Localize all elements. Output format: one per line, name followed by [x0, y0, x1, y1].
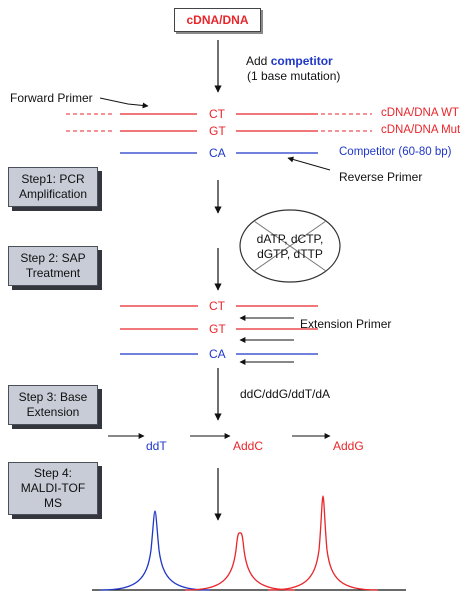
step-4-box: Step 4: MALDI-TOF MS [8, 462, 98, 515]
competitor-word: competitor [270, 54, 333, 68]
spectrum-peak-3 [267, 495, 379, 591]
product-ddt: ddT [146, 439, 167, 453]
forward-primer-label: Forward Primer [10, 91, 93, 105]
add-prefix: Add [246, 54, 271, 68]
forward-primer-arrow [99, 97, 149, 109]
add-competitor-label: Add competitor [246, 55, 333, 67]
strand-mut-base: GT [209, 124, 226, 138]
spectrum-peak-2 [184, 532, 296, 591]
step-3-box: Step 3: Base Extension [8, 385, 98, 425]
spectrum-peak-1 [99, 510, 211, 591]
mutation-note: (1 base mutation) [247, 69, 341, 83]
title-box: cDNA/DNA [174, 8, 261, 32]
product-addc: AddC [233, 439, 264, 453]
mid-base-ct: CT [209, 299, 225, 313]
mid-base-ca: CA [209, 347, 226, 361]
strand-mut-label: cDNA/DNA Mut [381, 124, 461, 136]
reverse-primer-arrow [287, 156, 331, 171]
spectrum-peaks [99, 495, 379, 591]
strand-competitor-base: CA [209, 146, 226, 160]
strand-wt-base: CT [209, 107, 225, 121]
strand-competitor-label: Competitor (60-80 bp) [339, 146, 452, 158]
dntp-ellipse [239, 209, 341, 283]
extension-primer-label: Extension Primer [300, 317, 392, 331]
mid-base-gt: GT [209, 322, 226, 336]
reverse-primer-label: Reverse Primer [339, 170, 423, 184]
step-2-box: Step 2: SAP Treatment [8, 246, 98, 286]
strand-wt-label: cDNA/DNA WT [381, 107, 459, 119]
product-addg: AddG [333, 439, 364, 453]
ddntp-label: ddC/ddG/ddT/dA [240, 387, 331, 401]
dntp-label: dATP, dCTP, dGTP, dTTP [256, 232, 324, 261]
step-1-box: Step1: PCR Amplification [8, 167, 98, 207]
